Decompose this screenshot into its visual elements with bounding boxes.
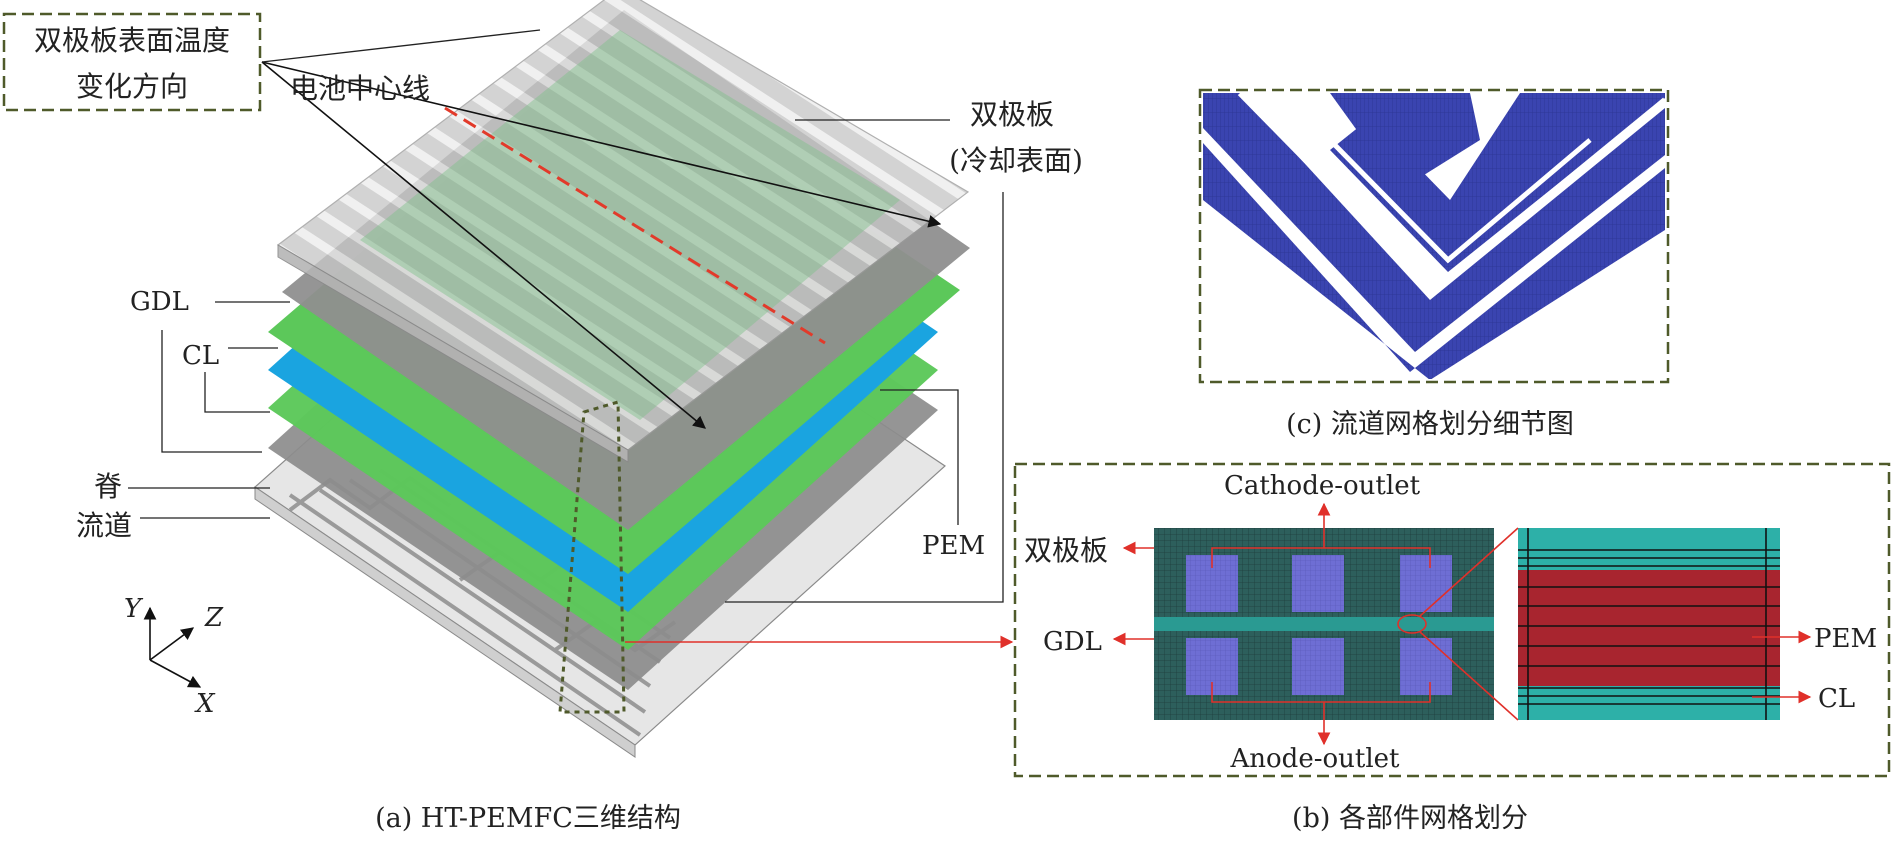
temperature-direction-arrow-2 bbox=[261, 61, 706, 429]
caption-b: (b) 各部件网格划分 bbox=[1292, 803, 1528, 834]
plate-active-area bbox=[360, 30, 900, 420]
channel-mesh-detail bbox=[1203, 93, 1665, 379]
center-line-label: 电池中心线 bbox=[290, 72, 430, 105]
panel-b-frame bbox=[1013, 462, 1891, 778]
cathode-outlet-label: Cathode-outlet bbox=[1224, 471, 1421, 501]
temperature-direction-arrow-1 bbox=[261, 61, 942, 228]
anode-outlet-label: Anode-outlet bbox=[1230, 744, 1401, 774]
caption-c: (c) 流道网格划分细节图 bbox=[1286, 409, 1574, 440]
panel-c-frame bbox=[1198, 88, 1670, 384]
mesh-overview bbox=[1154, 528, 1494, 720]
caption-a: (a) HT-PEMFC三维结构 bbox=[375, 803, 681, 834]
panel-a-stack bbox=[254, 0, 970, 758]
ridge-label: 脊 bbox=[94, 470, 122, 503]
bipolar-plate-sublabel: (冷却表面) bbox=[949, 144, 1083, 177]
axis-z-label: Z bbox=[204, 603, 224, 633]
cell-center-line bbox=[444, 106, 826, 345]
direction-label-line1: 双极板表面温度 bbox=[34, 24, 230, 57]
pem-label: PEM bbox=[922, 531, 985, 561]
axis-x-label: X bbox=[194, 689, 216, 719]
mesh-zoom bbox=[1518, 528, 1780, 720]
bipolar-plate-label: 双极板 bbox=[970, 98, 1054, 131]
mesh-selection-region bbox=[558, 400, 626, 714]
channel-label: 流道 bbox=[76, 509, 132, 542]
mesh-cl-label: CL bbox=[1818, 684, 1855, 714]
coordinate-axes: Y Z X bbox=[124, 594, 224, 719]
mesh-bipolar-plate-label: 双极板 bbox=[1024, 534, 1108, 567]
direction-label-box bbox=[2, 12, 262, 112]
mesh-gdl-label: GDL bbox=[1043, 627, 1102, 657]
cl-label: CL bbox=[182, 341, 219, 371]
mesh-pem-label: PEM bbox=[1814, 624, 1877, 654]
gdl-label: GDL bbox=[130, 287, 189, 317]
axis-y-label: Y bbox=[124, 594, 144, 624]
direction-label-line2: 变化方向 bbox=[76, 70, 188, 103]
